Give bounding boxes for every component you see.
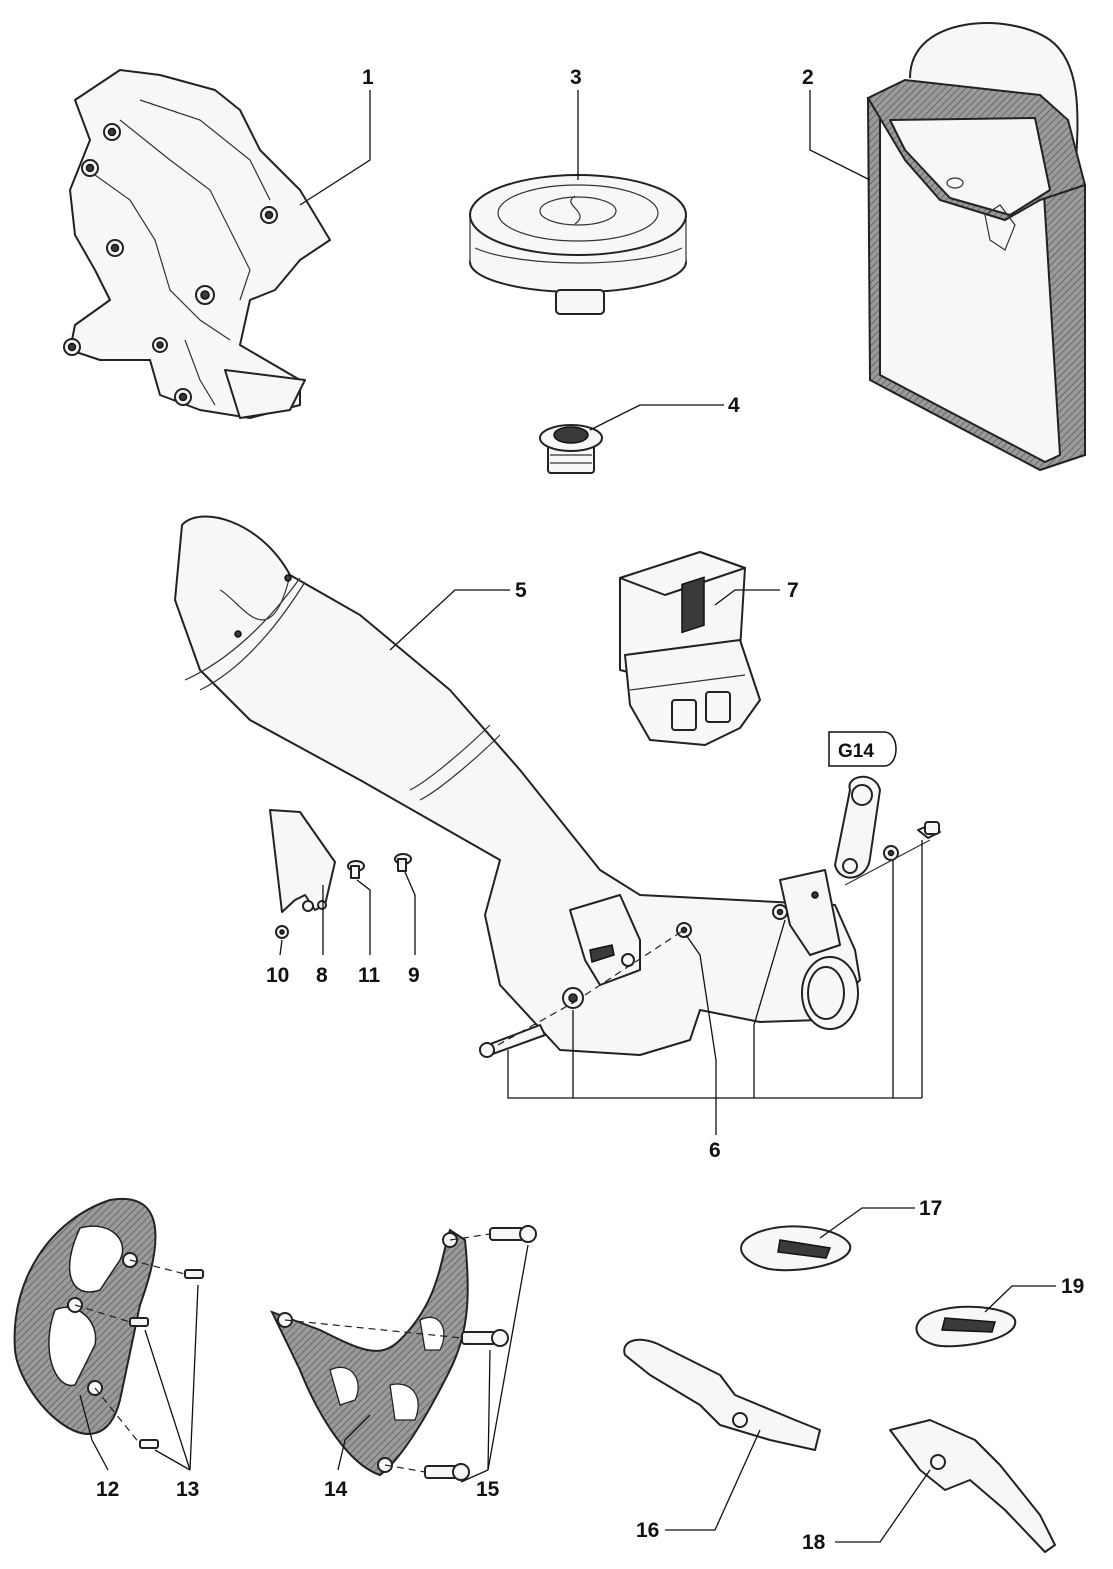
part-13-screws	[74, 1259, 204, 1449]
part-10-washer	[275, 925, 289, 939]
callout-14: 14	[324, 1478, 348, 1501]
callout-2: 2	[802, 66, 814, 89]
part-14-disc-guard	[270, 1228, 469, 1477]
callout-9: 9	[408, 964, 420, 987]
g14-label: G14	[838, 741, 874, 762]
callout-1: 1	[362, 66, 374, 89]
callout-7: 7	[787, 579, 799, 602]
part-11-screw	[347, 860, 365, 879]
part-16-brake-lever	[623, 1338, 821, 1451]
part-19-reservoir-cap	[915, 1305, 1017, 1348]
part-8-heat-shield-small	[269, 809, 336, 913]
part-1-frame-bracket	[63, 69, 331, 419]
callout-6: 6	[709, 1139, 721, 1162]
callout-17: 17	[919, 1197, 942, 1220]
callout-16: 16	[636, 1519, 659, 1542]
g14-reference-tag: G14	[828, 731, 897, 767]
part-12-disc-guard	[13, 1197, 157, 1435]
callout-18: 18	[802, 1531, 826, 1554]
callout-numbers: 1 2 3 4 5 6 7 8 9 10 11 12 13 14 15 16 1…	[96, 66, 1084, 1554]
part-9-screw	[394, 853, 412, 872]
g14-bracket	[834, 775, 941, 886]
callout-19: 19	[1061, 1275, 1084, 1298]
part-7-ecu-module	[619, 551, 761, 746]
part-15-screws	[284, 1225, 537, 1481]
callout-3: 3	[570, 66, 582, 89]
callout-11: 11	[358, 964, 381, 987]
callout-8: 8	[316, 964, 328, 987]
callout-15: 15	[476, 1478, 500, 1501]
callout-10: 10	[266, 964, 289, 987]
callout-13: 13	[176, 1478, 199, 1501]
callout-4: 4	[728, 394, 740, 417]
part-18-clutch-lever	[889, 1419, 1056, 1553]
leader-lines	[79, 90, 1056, 1543]
part-6-hardware	[479, 904, 788, 1058]
part-4-oil-filler-plug	[539, 424, 603, 474]
callout-5: 5	[515, 579, 527, 602]
part-5-exhaust-silencer	[174, 515, 861, 1056]
part-3-fuel-cap	[469, 174, 687, 315]
callout-12: 12	[96, 1478, 119, 1501]
part-2-document-bag	[866, 22, 1087, 472]
part-17-reservoir-cap	[740, 1225, 852, 1272]
